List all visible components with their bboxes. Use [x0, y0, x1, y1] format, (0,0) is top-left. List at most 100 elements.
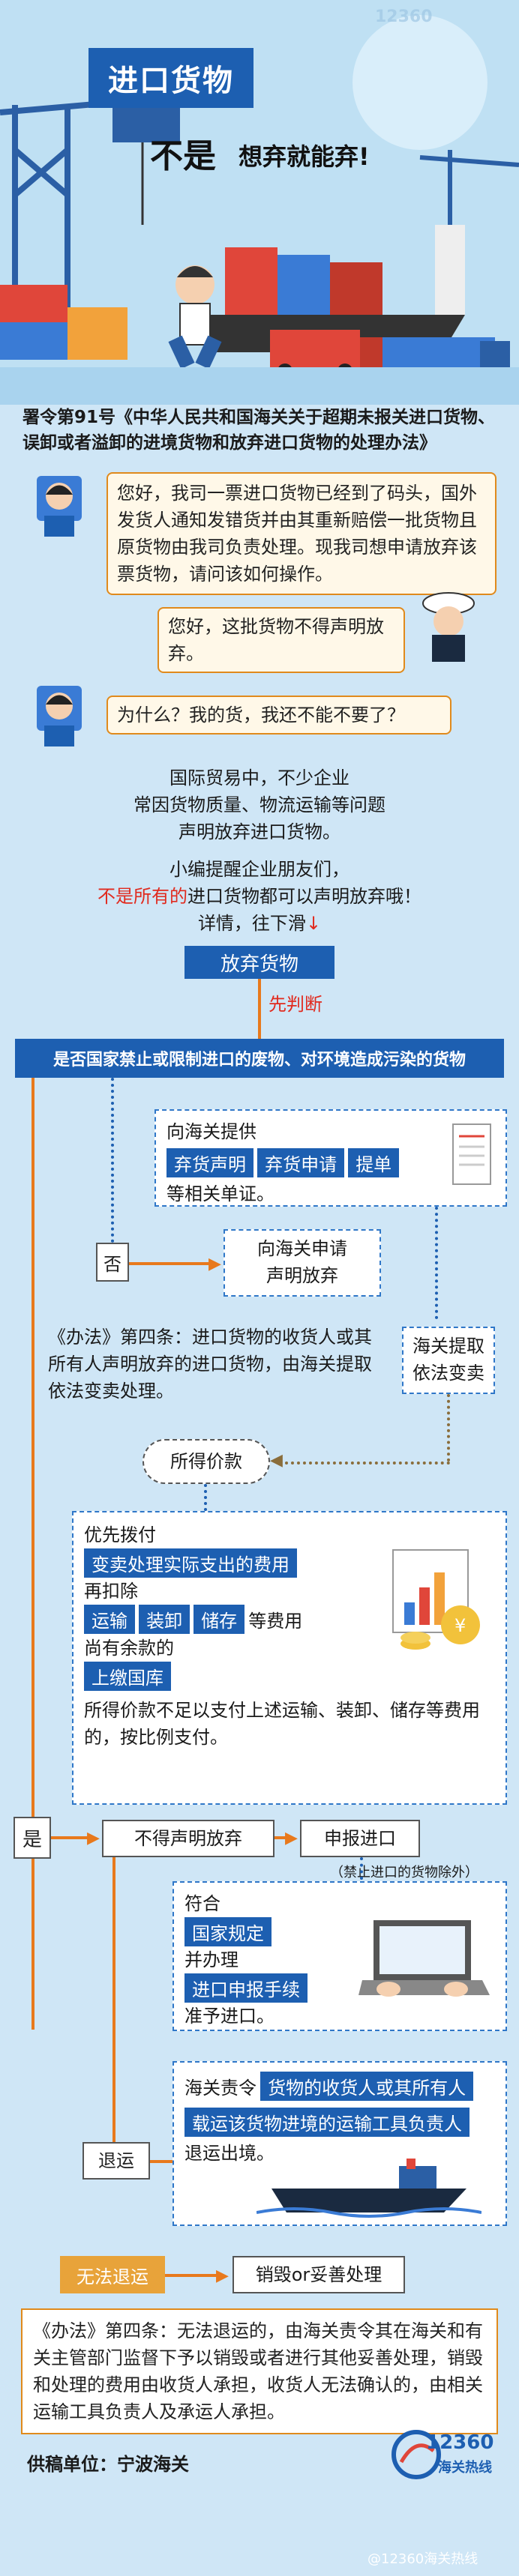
fee-tag-3: 储存: [194, 1605, 245, 1634]
cannot-abandon-box: 不得声明放弃: [102, 1820, 274, 1857]
tan-line: [447, 1394, 450, 1462]
apply-to-sell-line: [435, 1207, 438, 1319]
customs-sell-line-2: 依法变卖: [412, 1363, 484, 1384]
comply-label: 符合: [184, 1893, 220, 1914]
destroy-box: 销毁or妥善处理: [232, 2256, 405, 2293]
document-icon: [452, 1123, 491, 1185]
return-exit-label: 退运出境。: [184, 2143, 274, 2164]
deduct-label: 再扣除: [84, 1581, 138, 1602]
import-license-tag: 进口申报手续: [184, 1973, 308, 2003]
yes-label: 是: [14, 1817, 51, 1859]
yes-arrow: [51, 1836, 93, 1839]
supplier-label: 供稿单位：宁波海关: [27, 2454, 189, 2475]
logo-number: 12360: [426, 2431, 494, 2454]
cost-tag: 变卖处理实际支出的费用: [84, 1548, 297, 1578]
docs-etc: 等相关单证。: [166, 1183, 274, 1204]
intro-line-5-rest: 进口货物都可以声明放弃哦！: [188, 886, 422, 907]
intro-line-2: 常因货物质量、物流运输等问题: [134, 794, 386, 815]
return-line: [112, 1857, 116, 2142]
no-label: 否: [96, 1243, 129, 1282]
allow-import-label: 准予进口。: [184, 2006, 274, 2027]
apply-line-2: 声明放弃: [266, 1265, 338, 1286]
cannot-return-label: 无法退运: [60, 2256, 165, 2293]
fee-tag-1: 运输: [84, 1605, 135, 1634]
down-arrow-icon: ↓: [305, 913, 322, 934]
carrier-tag: 载运该货物进境的运输工具负责人: [184, 2108, 470, 2137]
connector-2: [274, 1836, 292, 1839]
arrow-right-icon-3: ▶: [285, 1829, 298, 1847]
subtitle-strong: 不是: [150, 137, 216, 175]
doc-tag-2: 弃货申请: [257, 1148, 345, 1177]
intro-text: 国际贸易中，不少企业 常因货物质量、物流运输等问题 声明放弃进口货物。 小编提醒…: [0, 764, 519, 937]
intro-line-1: 国际贸易中，不少企业: [170, 767, 350, 788]
customs-sell-box: 海关提取 依法变卖: [402, 1327, 495, 1394]
proceeds-line: [204, 1484, 207, 1511]
customs-officer-icon: [422, 592, 475, 662]
doc-tag-3: 提单: [348, 1148, 400, 1177]
laptop-work-icon: [358, 1920, 490, 1997]
tan-hline: [285, 1462, 450, 1465]
apply-line-1: 向海关申请: [257, 1238, 347, 1259]
comply-box: 符合 国家规定 并办理 进口申报手续 准予进口。: [172, 1881, 507, 2031]
user-avatar-icon: [37, 476, 82, 537]
return-label: 退运: [82, 2142, 150, 2180]
doc-tag-1: 弃货声明: [166, 1148, 254, 1177]
intro-line-3: 声明放弃进口货物。: [178, 821, 340, 842]
chat-answer-1: 您好，这批货物不得声明放弃。: [158, 607, 405, 673]
fee-tag-2: 装卸: [139, 1605, 190, 1634]
return-arrow: [150, 2160, 172, 2163]
arrow-right-icon-2: ▶: [87, 1829, 100, 1847]
no-branch-line: [111, 1078, 114, 1243]
scroll-hint: 详情，往下滑: [197, 913, 306, 934]
page-title: 进口货物: [88, 48, 254, 108]
hotline-logo-icon: [392, 2430, 441, 2479]
article-4b-text: 《办法》第四条：无法退运的，由海关责令其在海关和有关主管部门监督下予以销毁或者进…: [21, 2308, 498, 2434]
footer-logo: 12360 海关热线: [390, 2428, 502, 2481]
main-left-line: [32, 1078, 34, 2030]
customs-sell-line-1: 海关提取: [412, 1336, 484, 1357]
ship-icon: [256, 2159, 482, 2218]
remain-label: 尚有余款的: [84, 1638, 174, 1659]
arrow-left-icon: ◀: [270, 1451, 283, 1470]
cannot-return-arrow: [165, 2274, 222, 2277]
submit-label: 向海关提供: [166, 1121, 256, 1142]
docs-box: 向海关提供 弃货声明 弃货申请 提单 等相关单证。: [154, 1109, 507, 1207]
customs-order-row: 海关责令 货物的收货人或其所有人: [184, 2072, 495, 2102]
customs-order-label: 海关责令: [184, 2078, 256, 2099]
proceeds-box: 所得价款: [142, 1439, 270, 1484]
declare-box: 申报进口: [300, 1820, 420, 1857]
subtitle-rest: 想弃就能弃!: [238, 142, 370, 171]
chat-question-2: 为什么？我的货，我还不能不要了？: [106, 696, 452, 735]
logo-name: 海关热线: [438, 2460, 492, 2476]
declare-line: [360, 1857, 363, 1880]
intro-line-5: 不是所有的进口货物都可以声明放弃哦！: [0, 883, 519, 910]
article-4-text: 《办法》第四条：进口货物的收货人或其所有人声明放弃的进口货物，由海关提取依法变卖…: [48, 1327, 372, 1402]
treasury-tag: 上缴国库: [84, 1662, 171, 1691]
arrow-right-icon-4: ▶: [216, 2266, 229, 2285]
except-note: （禁止进口的货物除外）: [330, 1865, 478, 1880]
national-rules-tag: 国家规定: [184, 1917, 272, 1946]
user-avatar-icon-2: [37, 686, 82, 746]
money-chart-icon: ¥: [392, 1549, 480, 1650]
watermark: 12360: [375, 7, 433, 26]
port-illustration: [0, 0, 519, 405]
intro-line-4: 小编提醒企业朋友们，: [170, 859, 350, 880]
consignee-tag: 货物的收货人或其所有人: [260, 2072, 474, 2101]
chat-question-1: 您好，我司一票进口货物已经到了码头，国外发货人通知发错货并由其重新赔偿一批货物且…: [106, 472, 496, 595]
apply-box: 向海关申请 声明放弃: [224, 1229, 381, 1297]
svg-text:¥: ¥: [454, 1615, 466, 1636]
fee-tags: 运输 装卸 储存 等费用: [84, 1605, 495, 1635]
law-title: 署令第91号《中华人民共和国海关关于超期未报关进口货物、误卸或者溢卸的进境货物和…: [22, 408, 496, 453]
priority-label: 优先拨付: [84, 1524, 156, 1545]
hero-illustration: 进口货物 不是 想弃就能弃! 12360: [0, 0, 519, 405]
first-judge-label: 先判断: [268, 994, 322, 1015]
question-bar: 是否国家禁止或限制进口的废物、对环境造成污染的货物: [15, 1039, 504, 1078]
and-handle-label: 并办理: [184, 1949, 238, 1970]
abandon-goods-box: 放弃货物: [184, 946, 334, 979]
docs-tags: 弃货声明 弃货申请 提单: [166, 1148, 495, 1177]
proceeds-detail-box: 优先拨付 变卖处理实际支出的费用 再扣除 运输 装卸 储存 等费用 尚有余款的 …: [72, 1511, 507, 1805]
arrow-right-icon: ▶: [208, 1255, 221, 1273]
weibo-handle: @12360海关热线: [368, 2551, 478, 2567]
insufficient-text: 所得价款不足以支付上述运输、装卸、储存等费用的，按比例支付。: [84, 1700, 480, 1748]
fees-etc: 等费用: [248, 1611, 303, 1632]
